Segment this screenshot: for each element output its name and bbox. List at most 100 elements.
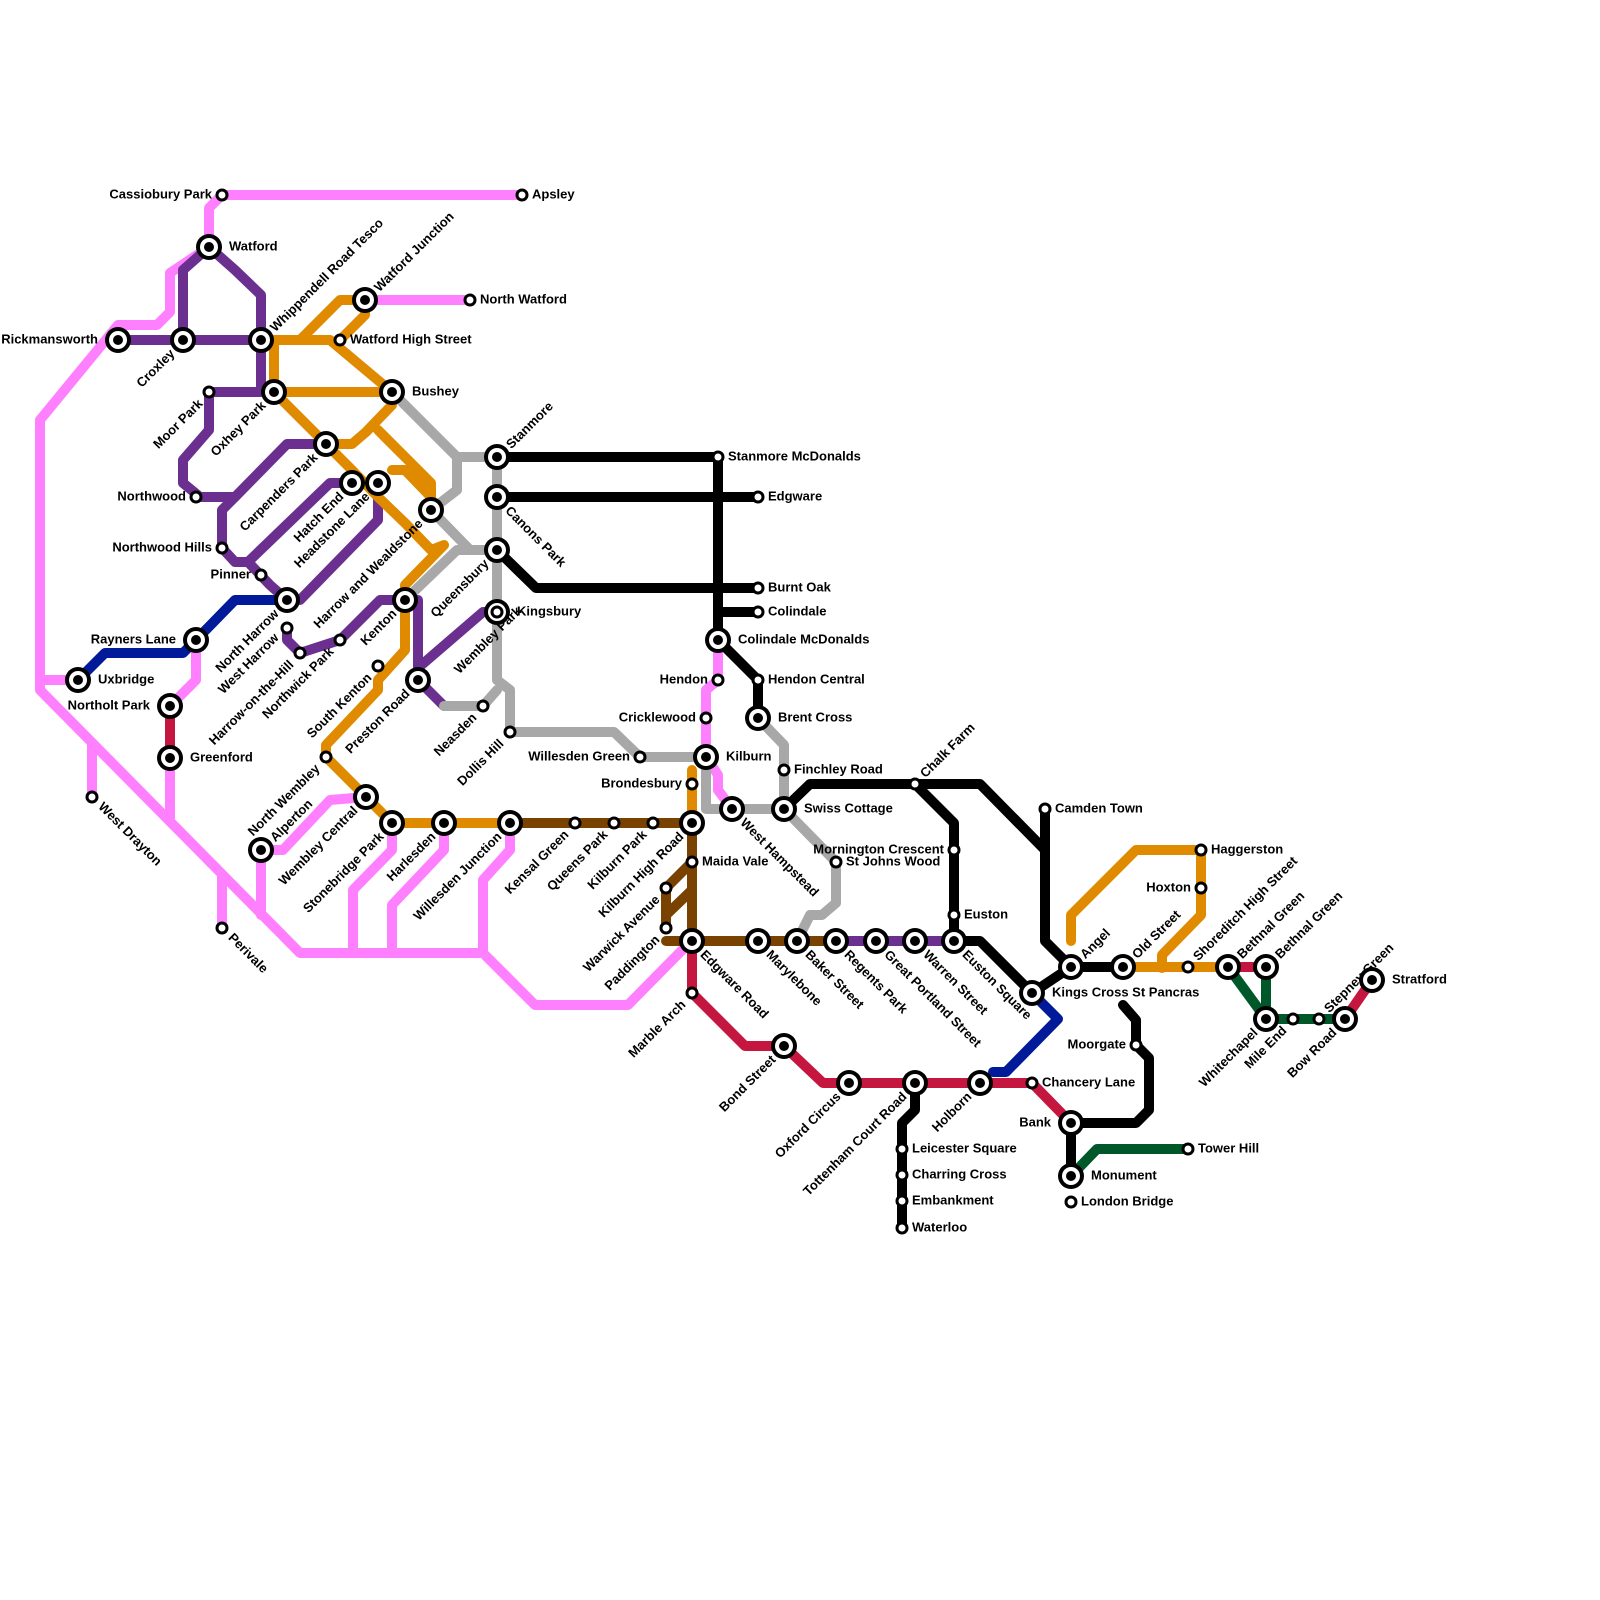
station-st-johns-wood[interactable]: St Johns Wood <box>831 853 940 868</box>
station-label-kings-cross-st-pancras: Kings Cross St Pancras <box>1052 984 1199 999</box>
station-apsley[interactable]: Apsley <box>517 186 575 201</box>
station-marker <box>1183 962 1193 972</box>
station-marker <box>1196 845 1206 855</box>
station-cricklewood[interactable]: Cricklewood <box>619 709 711 724</box>
station-marker <box>1288 1014 1298 1024</box>
station-willesden-green[interactable]: Willesden Green <box>528 748 645 763</box>
station-marker <box>779 765 789 775</box>
station-label-northwood: Northwood <box>117 488 186 503</box>
interchange-dot <box>165 753 175 763</box>
station-marker <box>661 883 671 893</box>
interchange-dot <box>1118 962 1128 972</box>
station-leicester-square[interactable]: Leicester Square <box>897 1140 1017 1155</box>
station-chancery-lane[interactable]: Chancery Lane <box>1027 1074 1135 1089</box>
station-uxbridge[interactable]: Uxbridge <box>65 667 154 693</box>
interchange-dot <box>949 936 959 946</box>
station-north-watford[interactable]: North Watford <box>465 291 567 306</box>
station-greenford[interactable]: Greenford <box>157 745 253 771</box>
station-marker <box>635 752 645 762</box>
interchange-dot <box>439 818 449 828</box>
station-chalk-farm[interactable]: Chalk Farm <box>910 720 978 789</box>
station-marker <box>713 452 723 462</box>
station-colindale[interactable]: Colindale <box>753 603 827 618</box>
station-label-watford: Watford <box>229 238 278 253</box>
station-waterloo[interactable]: Waterloo <box>897 1219 967 1234</box>
interchange-dot <box>910 1078 920 1088</box>
station-brent-cross[interactable]: Brent Cross <box>745 705 852 731</box>
station-haggerston[interactable]: Haggerston <box>1196 841 1283 856</box>
station-brondesbury[interactable]: Brondesbury <box>601 775 697 790</box>
interchange-dot <box>844 1078 854 1088</box>
interchange-dot <box>321 439 331 449</box>
station-northwood-hills[interactable]: Northwood Hills <box>112 539 227 554</box>
station-tottenham-court-road[interactable]: Tottenham Court Road <box>800 1070 928 1198</box>
station-marker <box>753 583 763 593</box>
station-watford[interactable]: Watford <box>196 234 278 260</box>
station-marker <box>609 818 619 828</box>
station-bushey[interactable]: Bushey <box>379 379 460 405</box>
station-burnt-oak[interactable]: Burnt Oak <box>753 579 832 594</box>
station-label-moorgate: Moorgate <box>1068 1036 1127 1051</box>
interchange-dot <box>687 818 697 828</box>
station-label-st-johns-wood: St Johns Wood <box>846 853 940 868</box>
station-label-bethnal-green-2: Bethnal Green <box>1272 888 1345 961</box>
station-monument[interactable]: Monument <box>1058 1163 1157 1189</box>
station-finchley-road[interactable]: Finchley Road <box>779 761 883 776</box>
station-label-uxbridge: Uxbridge <box>98 671 154 686</box>
station-london-bridge[interactable]: London Bridge <box>1066 1193 1173 1208</box>
station-marker <box>335 635 345 645</box>
interchange-dot <box>373 478 383 488</box>
station-label-bushey: Bushey <box>412 383 460 398</box>
station-marker <box>505 727 515 737</box>
station-label-oxford-circus: Oxford Circus <box>772 1089 844 1161</box>
interchange-dot <box>701 752 711 762</box>
station-marker <box>753 675 763 685</box>
station-northolt-park[interactable]: Northolt Park <box>68 693 183 719</box>
station-label-hoxton: Hoxton <box>1146 879 1191 894</box>
interchange-dot <box>492 545 502 555</box>
station-label-croxley: Croxley <box>133 345 178 390</box>
station-kilburn-park[interactable]: Kilburn Park <box>584 818 658 892</box>
station-edgware[interactable]: Edgware <box>753 488 822 503</box>
station-label-embankment: Embankment <box>912 1192 994 1207</box>
station-label-waterloo: Waterloo <box>912 1219 967 1234</box>
station-label-colindale-mcdonalds: Colindale McDonalds <box>738 631 869 646</box>
station-label-perivale: Perivale <box>225 930 271 976</box>
station-tower-hill[interactable]: Tower Hill <box>1183 1140 1259 1155</box>
station-stratford[interactable]: Stratford <box>1359 967 1447 993</box>
station-watford-high-street[interactable]: Watford High Street <box>335 331 472 346</box>
station-queens-park[interactable]: Queens Park <box>544 818 619 894</box>
station-label-chancery-lane: Chancery Lane <box>1042 1074 1135 1089</box>
interchange-dot <box>687 936 697 946</box>
station-embankment[interactable]: Embankment <box>897 1192 994 1207</box>
interchange-dot <box>779 1041 789 1051</box>
station-rickmansworth[interactable]: Rickmansworth <box>1 327 131 353</box>
interchange-dot <box>361 792 371 802</box>
station-marker <box>570 818 580 828</box>
station-bank[interactable]: Bank <box>1019 1110 1084 1136</box>
station-label-monument: Monument <box>1091 1167 1157 1182</box>
station-marker <box>1314 1014 1324 1024</box>
station-maida-vale[interactable]: Maida Vale <box>687 853 768 868</box>
station-marker <box>753 492 763 502</box>
station-label-colindale: Colindale <box>768 603 827 618</box>
station-charring-cross[interactable]: Charring Cross <box>897 1166 1007 1181</box>
interchange-dot <box>1261 962 1271 972</box>
station-label-willesden-green: Willesden Green <box>528 748 630 763</box>
station-cassiobury-park[interactable]: Cassiobury Park <box>109 186 227 201</box>
station-marker <box>282 623 292 633</box>
station-label-swiss-cottage: Swiss Cottage <box>804 800 893 815</box>
station-moorgate[interactable]: Moorgate <box>1068 1036 1142 1051</box>
station-swiss-cottage[interactable]: Swiss Cottage <box>771 796 893 822</box>
interchange-dot <box>910 936 920 946</box>
station-camden-town[interactable]: Camden Town <box>1040 800 1143 815</box>
station-hendon-central[interactable]: Hendon Central <box>753 671 865 686</box>
station-label-pinner: Pinner <box>211 566 251 581</box>
station-stanmore-mcdonalds[interactable]: Stanmore McDonalds <box>713 448 861 463</box>
station-marker <box>517 190 527 200</box>
station-kilburn[interactable]: Kilburn <box>693 744 772 770</box>
station-perivale[interactable]: Perivale <box>217 923 271 976</box>
interchange-dot <box>1261 1014 1271 1024</box>
station-marker <box>897 1144 907 1154</box>
